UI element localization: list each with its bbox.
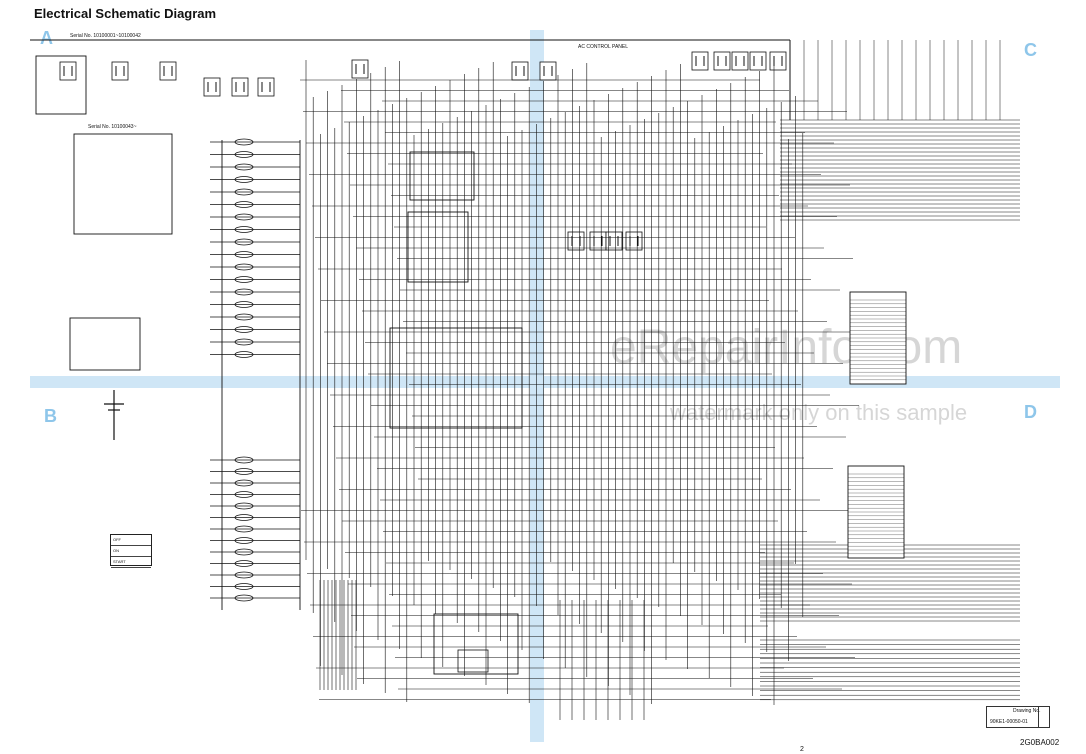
zone-letter-d: D bbox=[1024, 402, 1037, 422]
component-box bbox=[749, 51, 767, 71]
component-box bbox=[389, 327, 523, 429]
fuse bbox=[234, 176, 254, 183]
fuse bbox=[234, 288, 254, 296]
fuse bbox=[234, 537, 254, 544]
fuse bbox=[234, 338, 254, 346]
fuse bbox=[234, 502, 254, 510]
drawing-number-label: Drawing No. bbox=[1013, 708, 1041, 714]
serial-label-mid: Serial No. 10100043~ bbox=[88, 124, 137, 130]
watermark-sub: watermark only on this sample bbox=[670, 400, 968, 425]
fuse bbox=[234, 313, 254, 321]
document-code: 2G0BA002 bbox=[1020, 738, 1060, 747]
fuse bbox=[234, 491, 254, 498]
zone-letter-c: C bbox=[1024, 40, 1037, 60]
revision-mark bbox=[1038, 707, 1049, 727]
fuse bbox=[234, 456, 254, 464]
key-switch-on: ON bbox=[111, 546, 151, 557]
fuse bbox=[234, 301, 254, 308]
fuse bbox=[234, 251, 254, 258]
component-box bbox=[159, 61, 177, 81]
component-box bbox=[257, 77, 275, 97]
component-box bbox=[457, 649, 489, 673]
fuse bbox=[234, 226, 254, 233]
component-box bbox=[731, 51, 749, 71]
component-box bbox=[73, 133, 173, 235]
fuse bbox=[234, 201, 254, 208]
serial-label-top: Serial No. 10100001~10100042 bbox=[70, 33, 141, 39]
component-box bbox=[713, 51, 731, 71]
page-title: Electrical Schematic Diagram bbox=[34, 6, 217, 21]
component-box bbox=[203, 77, 221, 97]
fuse bbox=[234, 514, 254, 521]
fuse bbox=[234, 238, 254, 246]
fuse bbox=[234, 213, 254, 221]
fuse bbox=[234, 548, 254, 556]
fuse bbox=[234, 151, 254, 158]
component-box bbox=[35, 55, 87, 115]
component-box bbox=[511, 61, 529, 81]
component-box bbox=[69, 317, 141, 371]
fuse bbox=[234, 163, 254, 171]
component-box bbox=[589, 231, 607, 251]
component-box bbox=[111, 61, 129, 81]
component-box bbox=[407, 211, 469, 283]
component-box bbox=[539, 61, 557, 81]
key-switch-off: OFF bbox=[111, 535, 151, 546]
fuse bbox=[234, 571, 254, 579]
fuse bbox=[234, 468, 254, 475]
component-box bbox=[351, 59, 369, 79]
fuse bbox=[234, 326, 254, 333]
component-box bbox=[625, 231, 643, 251]
fuse bbox=[234, 276, 254, 283]
component-box bbox=[567, 231, 585, 251]
fuse bbox=[234, 138, 254, 146]
component-box bbox=[409, 151, 475, 201]
fuse bbox=[234, 351, 254, 358]
drawing-number-box: Drawing No. 90KE1-00050-01 bbox=[986, 706, 1050, 728]
fuse bbox=[234, 263, 254, 271]
component-box bbox=[691, 51, 709, 71]
page-number: 2 bbox=[800, 746, 804, 753]
fuse bbox=[234, 583, 254, 590]
fuse bbox=[234, 479, 254, 487]
key-switch-start: START bbox=[111, 557, 151, 568]
fuse bbox=[234, 560, 254, 567]
component-box bbox=[769, 51, 787, 71]
fuse bbox=[234, 525, 254, 533]
component-box bbox=[231, 77, 249, 97]
fuse bbox=[234, 594, 254, 602]
zone-letter-a: A bbox=[40, 28, 53, 48]
fuse bbox=[234, 188, 254, 196]
zone-letter-b: B bbox=[44, 406, 57, 426]
drawing-number-value: 90KE1-00050-01 bbox=[990, 719, 1028, 725]
key-switch-table: OFF ON START bbox=[110, 534, 152, 568]
ac-control-panel-label: AC CONTROL PANEL bbox=[578, 44, 629, 50]
component-box bbox=[433, 613, 519, 675]
component-box bbox=[59, 61, 77, 81]
